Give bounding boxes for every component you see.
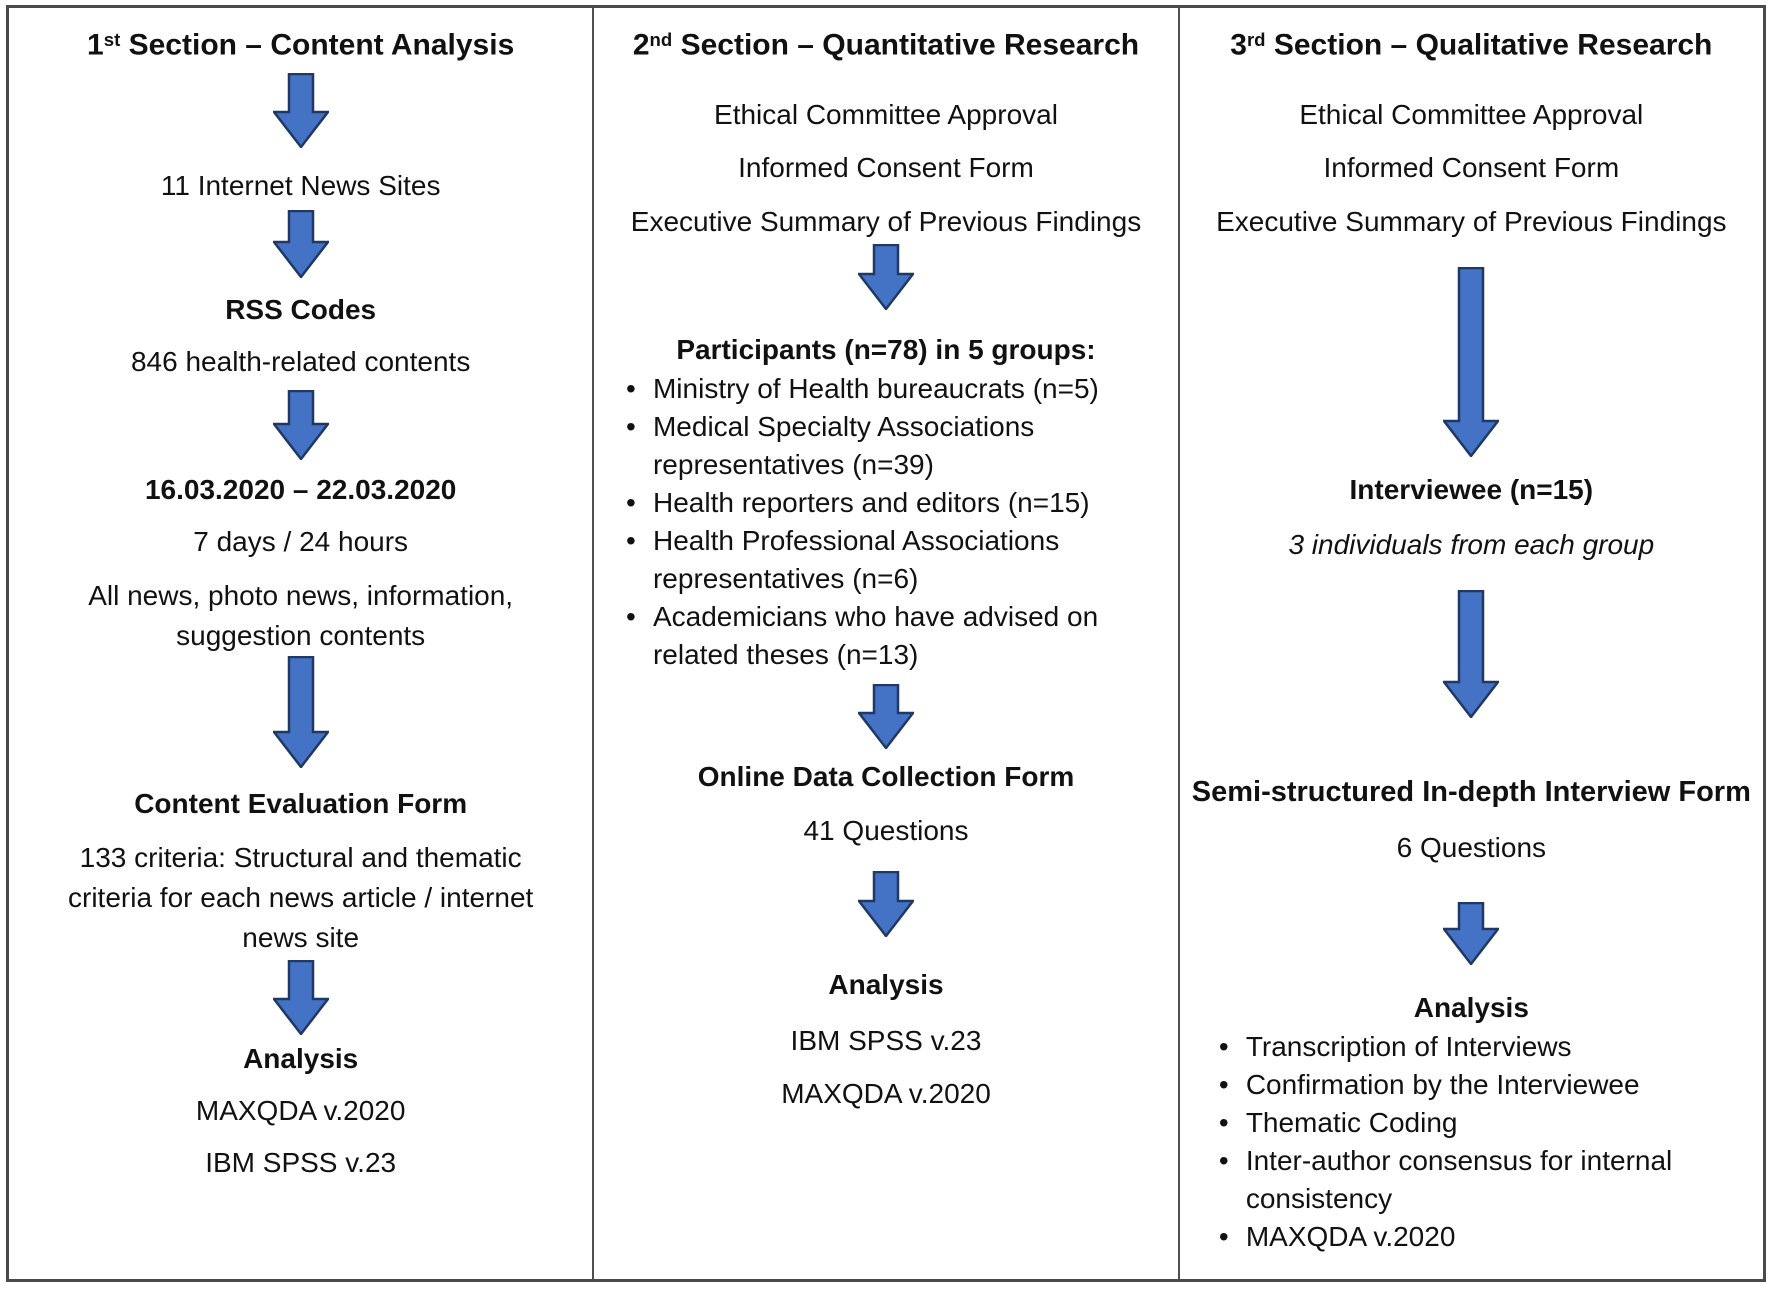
list-item: Academicians who have advised on related… <box>626 598 1146 674</box>
list-item: Health Professional Associations represe… <box>626 522 1146 598</box>
node-ethical-approval: Ethical Committee Approval <box>714 99 1058 131</box>
node-content-types: All news, photo news, information, sugge… <box>88 580 514 652</box>
node-analysis-heading: Analysis <box>828 969 944 1001</box>
list-item: Transcription of Interviews <box>1219 1028 1724 1066</box>
section-1-title: 1st Section – Content Analysis <box>87 20 514 65</box>
section-2-title: 2nd Section – Quantitative Research <box>633 20 1139 65</box>
node-consent-form: Informed Consent Form <box>1323 152 1620 184</box>
down-arrow-icon <box>857 684 914 750</box>
list-item: Thematic Coding <box>1219 1104 1724 1142</box>
node-participants-heading: Participants (n=78) in 5 groups: <box>676 334 1096 366</box>
participant-groups-list: Ministry of Health bureaucrats (n=5) Med… <box>626 370 1146 674</box>
section-1-title-text: Section – Content Analysis <box>120 28 515 62</box>
down-arrow-icon <box>272 656 329 769</box>
analysis-steps-list: Transcription of Interviews Confirmation… <box>1219 1028 1724 1256</box>
node-executive-summary: Executive Summary of Previous Findings <box>630 206 1142 238</box>
list-item: Health reporters and editors (n=15) <box>626 484 1146 522</box>
node-data-collection-form: Online Data Collection Form <box>697 761 1075 793</box>
list-item: Inter-author consensus for internal cons… <box>1219 1142 1724 1218</box>
section-1-ordinal-suffix: st <box>103 29 121 50</box>
node-executive-summary: Executive Summary of Previous Findings <box>1216 206 1727 238</box>
node-interview-form: Semi-structured In-depth Interview Form <box>1191 776 1751 809</box>
node-analysis-tool: IBM SPSS v.23 <box>205 1147 397 1179</box>
down-arrow-icon <box>1443 902 1500 966</box>
node-interviewee-heading: Interviewee (n=15) <box>1349 474 1594 506</box>
down-arrow-icon <box>1443 267 1500 458</box>
down-arrow-icon <box>272 390 329 461</box>
node-content-evaluation-form: Content Evaluation Form <box>134 788 468 820</box>
node-ethical-approval: Ethical Committee Approval <box>1299 99 1644 131</box>
down-arrow-icon <box>272 960 329 1036</box>
section-1-ordinal: 1 <box>87 28 104 62</box>
section-3-title: 3rd Section – Qualitative Research <box>1230 20 1712 65</box>
down-arrow-icon <box>857 244 914 311</box>
node-consent-form: Informed Consent Form <box>738 152 1034 184</box>
node-date-range: 16.03.2020 – 22.03.2020 <box>144 474 457 506</box>
list-item: MAXQDA v.2020 <box>1219 1218 1724 1256</box>
node-health-contents: 846 health-related contents <box>130 346 471 378</box>
down-arrow-icon <box>272 73 329 149</box>
section-2-ordinal-suffix: nd <box>649 29 673 50</box>
list-item: Confirmation by the Interviewee <box>1219 1066 1724 1104</box>
section-2-title-text: Section – Quantitative Research <box>672 28 1140 62</box>
section-3-ordinal-suffix: rd <box>1246 29 1266 50</box>
methodology-flowchart: 1st Section – Content Analysis 11 Intern… <box>6 5 1766 1282</box>
column-qualitative-research: 3rd Section – Qualitative Research Ethic… <box>1180 8 1763 1279</box>
node-analysis-heading: Analysis <box>243 1043 359 1075</box>
node-questions: 41 Questions <box>803 815 969 847</box>
section-3-title-text: Section – Qualitative Research <box>1265 28 1713 62</box>
node-duration: 7 days / 24 hours <box>193 526 409 558</box>
node-internet-news-sites: 11 Internet News Sites <box>160 170 441 202</box>
list-item: Ministry of Health bureaucrats (n=5) <box>626 370 1146 408</box>
node-analysis-tool: MAXQDA v.2020 <box>781 1078 991 1110</box>
list-item: Medical Specialty Associations represent… <box>626 408 1146 484</box>
section-2-ordinal: 2 <box>632 28 650 62</box>
node-analysis-heading: Analysis <box>1413 992 1529 1024</box>
node-analysis-tool: MAXQDA v.2020 <box>195 1095 406 1127</box>
down-arrow-icon <box>857 871 914 938</box>
column-content-analysis: 1st Section – Content Analysis 11 Intern… <box>9 8 595 1279</box>
down-arrow-icon <box>272 210 329 279</box>
node-analysis-tool: IBM SPSS v.23 <box>790 1025 982 1057</box>
node-rss-codes: RSS Codes <box>225 294 377 326</box>
down-arrow-icon <box>1443 590 1500 719</box>
node-questions: 6 Questions <box>1396 832 1547 864</box>
section-3-ordinal: 3 <box>1230 28 1247 62</box>
column-quantitative-research: 2nd Section – Quantitative Research Ethi… <box>594 8 1180 1279</box>
node-interviewee-note: 3 individuals from each group <box>1288 529 1655 561</box>
node-criteria: 133 criteria: Structural and thematic cr… <box>68 842 534 954</box>
